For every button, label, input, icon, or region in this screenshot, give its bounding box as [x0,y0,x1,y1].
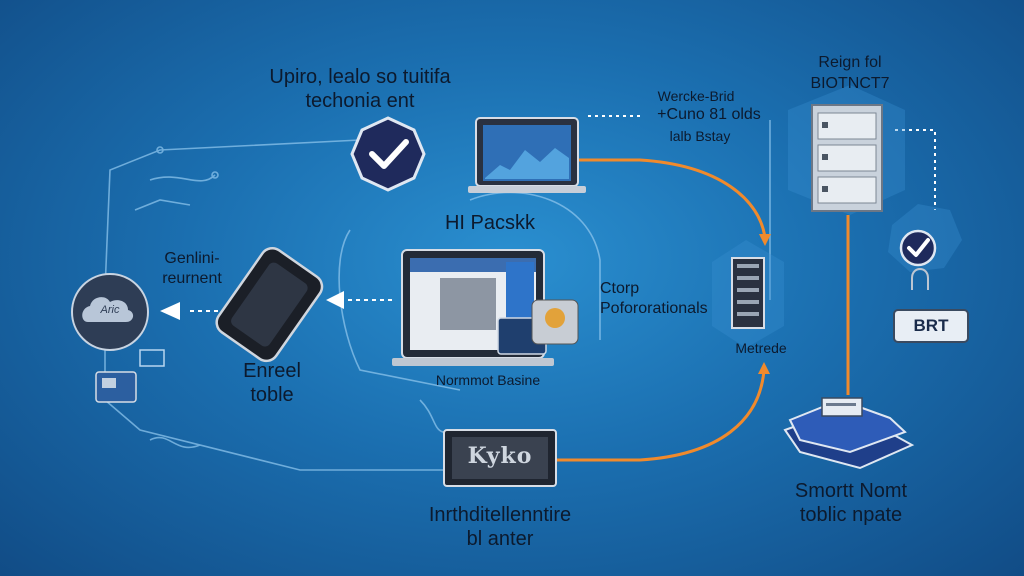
bottom-right-label-line1: Smortt Nomt [794,480,908,502]
center-caption: Normmot Basine [435,372,541,388]
bottom-label-line1: Inrthditellenntire [428,504,572,526]
badge-text: BRT [913,316,949,335]
bottom-screen-label: Kyko [467,443,533,469]
right-mid-label-line1: Ctorp [600,280,640,297]
dotted-server-to-shield [895,129,936,210]
top-right-label-line2: BIOTNCT7 [810,75,890,92]
top-mid-label-line3: lalb Bstay [669,128,731,144]
left-label-line2: reurnent [162,270,222,287]
metrede-label: Metrede [735,340,787,356]
connectors [160,115,936,462]
arrowhead-orange-2 [758,362,770,374]
arrowhead-white-center [326,291,344,309]
bottom-screen-icon [443,429,557,487]
arrow-bottom-screen-to-panel [555,369,766,462]
tablet-icon [95,349,165,403]
center-title: HI Pacskk [444,212,536,234]
bottom-right-label-line2: toblic npate [799,504,903,526]
arrow-laptop-to-server-panel [578,158,767,239]
top-right-label-line1: Reign fol [818,54,882,71]
top-left-label-line2: techonia ent [305,90,415,112]
check-badge-icon [350,116,426,192]
top-mid-label-line2: +Cuno 81 olds [657,106,761,123]
cloud-icon [71,273,149,351]
right-mid-label-line2: Pofororationals [600,300,708,317]
phone-icon [215,246,324,363]
top-mid-label-line1: Wercke-Brid [657,88,735,104]
arrowhead-white-left [160,302,180,320]
left-label-line1: Genlini- [164,250,220,267]
arrowhead-orange-1 [759,234,771,246]
cloud-icon-text: Aric [100,304,120,316]
phone-label-line2: toble [250,384,294,406]
center-laptop-icon [392,249,579,366]
laptop-icon [468,117,586,193]
document-stack-icon [783,397,915,470]
shield-check-icon [888,204,969,343]
server-icon [788,85,905,215]
phone-label-line1: Enreel [243,360,301,382]
bottom-label-line2: bl anter [466,528,534,550]
document-panel-icon [712,240,784,348]
top-left-label-line1: Upiro, lealo so tuitifa [269,66,451,88]
